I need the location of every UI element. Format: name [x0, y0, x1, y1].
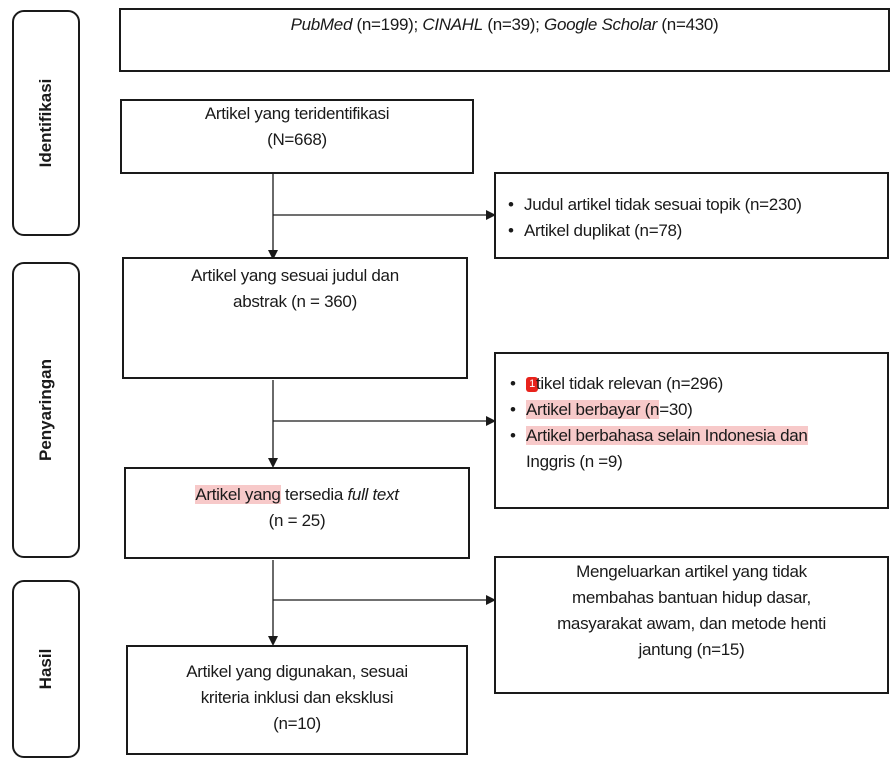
- excluded-screen-text: 1tikel tidak relevan (n=296) Artikel ber…: [510, 371, 886, 475]
- excluded-final-line4: jantung (n=15): [638, 640, 745, 659]
- excluded-title-item: Artikel duplikat (n=78): [508, 218, 888, 244]
- source-scholar-count: (n=430): [657, 15, 719, 34]
- sources-box: [119, 8, 890, 72]
- fulltext-italic: full text: [347, 485, 399, 504]
- source-scholar: Google Scholar: [544, 15, 657, 34]
- phase-penyaringan: Penyaringan: [12, 262, 80, 558]
- excluded-screen-item: Artikel berbayar (n=30): [510, 397, 886, 423]
- identified-count: (N=668): [267, 130, 327, 149]
- excluded-final-line2: membahas bantuan hidup dasar,: [572, 588, 811, 607]
- fulltext-text: Artikel yang tersedia full text (n = 25): [124, 482, 470, 534]
- source-pubmed-count: (n=199);: [352, 15, 423, 34]
- highlight-item2[interactable]: Artikel berbayar (n: [526, 400, 660, 419]
- excluded-screen-item: Artikel berbahasa selain Indonesia danIn…: [510, 423, 886, 475]
- excluded-final-line1: Mengeluarkan artikel yang tidak: [576, 562, 807, 581]
- excluded-title-item: Judul artikel tidak sesuai topik (n=230): [508, 192, 888, 218]
- fulltext-line1: Artikel yang tersedia full text: [124, 482, 470, 508]
- screened-box: [122, 257, 468, 379]
- identified-box: [120, 99, 474, 174]
- excluded-final-line3: masyarakat awam, dan metode henti: [557, 614, 826, 633]
- screened-line1: Artikel yang sesuai judul dan: [191, 266, 399, 285]
- identified-text: Artikel yang teridentifikasi (N=668): [120, 101, 474, 153]
- highlight-fulltext[interactable]: Artikel yang: [195, 485, 281, 504]
- source-cinahl: CINAHL: [422, 15, 483, 34]
- phase-hasil: Hasil: [12, 580, 80, 758]
- phase-identifikasi: Identifikasi: [12, 10, 80, 236]
- identified-line1: Artikel yang teridentifikasi: [204, 104, 390, 123]
- included-count: (n=10): [273, 714, 321, 733]
- fulltext-mid: tersedia: [280, 485, 348, 504]
- excluded-final-box: [494, 556, 889, 694]
- included-text: Artikel yang digunakan, sesuai kriteria …: [126, 659, 468, 737]
- excluded-screen-item2-rest: =30): [659, 400, 693, 419]
- source-cinahl-count: (n=39);: [482, 15, 545, 34]
- fulltext-box: [124, 467, 470, 559]
- excluded-title-text: Judul artikel tidak sesuai topik (n=230)…: [508, 192, 888, 244]
- excluded-final-text: Mengeluarkan artikel yang tidak membahas…: [494, 559, 889, 663]
- included-box: [126, 645, 468, 755]
- included-line2: kriteria inklusi dan eksklusi: [200, 688, 394, 707]
- included-line1: Artikel yang digunakan, sesuai: [186, 662, 408, 681]
- excluded-screen-item: 1tikel tidak relevan (n=296): [510, 371, 886, 397]
- sources-text: PubMed (n=199); CINAHL (n=39); Google Sc…: [119, 12, 890, 38]
- screened-text: Artikel yang sesuai judul dan abstrak (n…: [122, 263, 468, 315]
- fulltext-count: (n = 25): [268, 511, 326, 530]
- excluded-screen-item1: tikel tidak relevan (n=296): [536, 374, 724, 393]
- annotation-badge[interactable]: 1: [526, 377, 538, 392]
- highlight-item3[interactable]: Artikel berbahasa selain Indonesia dan: [526, 426, 808, 445]
- screened-line2: abstrak (n = 360): [233, 292, 357, 311]
- excluded-screen-item3-line2: Inggris (n =9): [526, 452, 623, 471]
- source-pubmed: PubMed: [290, 15, 353, 34]
